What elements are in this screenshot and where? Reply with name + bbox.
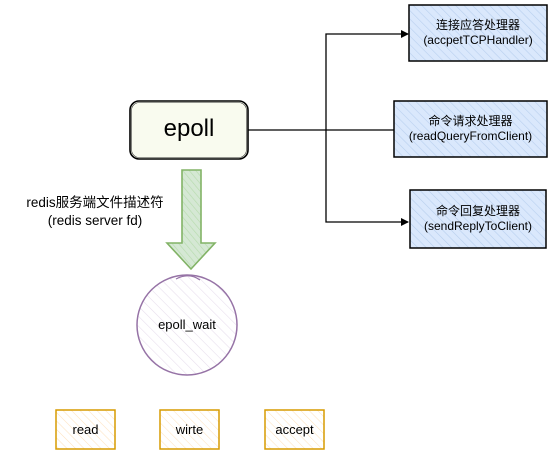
event-box-wirte[interactable]: [159, 409, 220, 450]
epoll-node[interactable]: [129, 100, 249, 160]
handler-box-reply[interactable]: [409, 189, 547, 249]
event-box-read[interactable]: [55, 409, 116, 450]
handler-box-read[interactable]: [393, 100, 548, 158]
epoll-to-handlers-edges: [248, 30, 409, 226]
epoll-wait-node[interactable]: [136, 274, 238, 376]
event-box-accept[interactable]: [264, 409, 325, 450]
fd-arrow: [165, 169, 217, 271]
handler-box-accept[interactable]: [408, 4, 548, 62]
